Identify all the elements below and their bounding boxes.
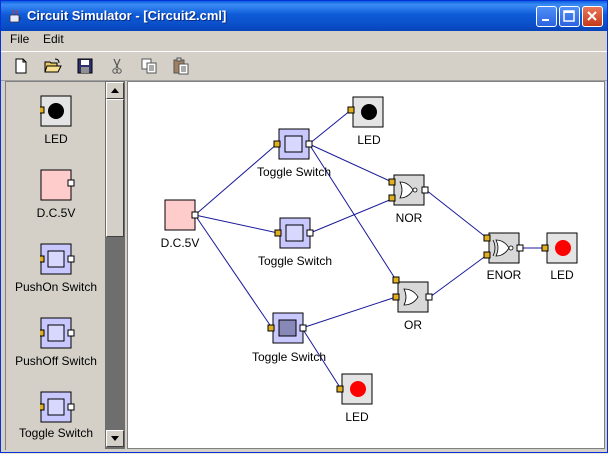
nor-gate[interactable]: NOR bbox=[388, 174, 429, 225]
toggle-switch-label: Toggle Switch bbox=[257, 165, 331, 179]
cut-icon[interactable] bbox=[108, 57, 126, 75]
circuit-canvas[interactable]: D.C.5V Toggle Switch Toggle Switch bbox=[127, 81, 605, 449]
open-icon[interactable] bbox=[44, 57, 62, 75]
window-title: Circuit Simulator - [Circuit2.cml] bbox=[27, 8, 227, 23]
maximize-button[interactable] bbox=[559, 6, 580, 27]
palette-item-toggle-switch[interactable]: Toggle Switch bbox=[6, 382, 106, 454]
palette-item-pushon-switch[interactable]: PushOn Switch bbox=[6, 234, 106, 306]
toggle-switch-1[interactable]: Toggle Switch bbox=[257, 128, 331, 179]
toggle-switch-2[interactable]: Toggle Switch bbox=[258, 217, 332, 268]
toolbar bbox=[1, 51, 607, 81]
close-icon bbox=[587, 11, 597, 21]
led-right[interactable]: LED bbox=[541, 232, 578, 282]
java-cup-icon bbox=[9, 9, 21, 23]
scroll-down-button[interactable] bbox=[106, 430, 124, 447]
minimize-button[interactable] bbox=[536, 6, 557, 27]
maximize-icon bbox=[563, 10, 575, 22]
component-palette: LED D.C.5V PushOn Switch bbox=[5, 81, 106, 450]
palette-item-dc[interactable]: D.C.5V bbox=[6, 160, 106, 232]
gate-label: OR bbox=[404, 318, 422, 332]
scroll-up-button[interactable] bbox=[106, 82, 124, 99]
menu-bar: File Edit bbox=[1, 31, 607, 49]
palette-item-led[interactable]: LED bbox=[6, 86, 106, 158]
palette-item-pushoff-switch[interactable]: PushOff Switch bbox=[6, 308, 106, 380]
save-icon[interactable] bbox=[76, 57, 94, 75]
led-icon bbox=[40, 95, 72, 127]
dc-source[interactable]: D.C.5V bbox=[161, 199, 200, 250]
minimize-icon bbox=[542, 19, 549, 21]
menu-file[interactable]: File bbox=[10, 32, 30, 46]
switch-icon bbox=[40, 317, 75, 349]
copy-icon[interactable] bbox=[140, 57, 158, 75]
dc-label: D.C.5V bbox=[161, 236, 200, 250]
paste-icon[interactable] bbox=[172, 57, 190, 75]
or-gate[interactable]: OR bbox=[392, 276, 433, 332]
led-label: LED bbox=[550, 268, 574, 282]
toggle-switch-3[interactable]: Toggle Switch bbox=[252, 312, 326, 364]
wires bbox=[194, 109, 545, 390]
switch-icon bbox=[40, 391, 75, 423]
palette-label: PushOff Switch bbox=[15, 354, 97, 368]
palette-label: D.C.5V bbox=[36, 206, 76, 220]
enor-gate[interactable]: ENOR bbox=[483, 232, 524, 282]
circuit-diagram: D.C.5V Toggle Switch Toggle Switch bbox=[161, 96, 578, 424]
toggle-switch-label: Toggle Switch bbox=[258, 254, 332, 268]
led-top[interactable]: LED bbox=[347, 96, 384, 147]
palette-label: PushOn Switch bbox=[14, 280, 98, 294]
palette-label: LED bbox=[44, 132, 68, 146]
arrow-down-icon bbox=[111, 436, 119, 441]
led-label: LED bbox=[345, 410, 369, 424]
led-bottom[interactable]: LED bbox=[336, 373, 373, 424]
title-bar[interactable]: Circuit Simulator - [Circuit2.cml] bbox=[1, 1, 607, 31]
dc-source-icon bbox=[40, 169, 75, 201]
toggle-switch-label: Toggle Switch bbox=[252, 350, 326, 364]
led-label: LED bbox=[357, 133, 381, 147]
palette-label: Toggle Switch bbox=[18, 426, 94, 440]
arrow-up-icon bbox=[111, 88, 119, 93]
close-button[interactable] bbox=[582, 6, 603, 27]
scroll-thumb[interactable] bbox=[106, 99, 124, 237]
palette-scrollbar[interactable] bbox=[105, 81, 125, 449]
switch-icon bbox=[40, 243, 75, 275]
gate-label: NOR bbox=[396, 211, 423, 225]
menu-edit[interactable]: Edit bbox=[43, 32, 64, 46]
new-icon[interactable] bbox=[12, 57, 30, 75]
gate-label: ENOR bbox=[487, 268, 522, 282]
